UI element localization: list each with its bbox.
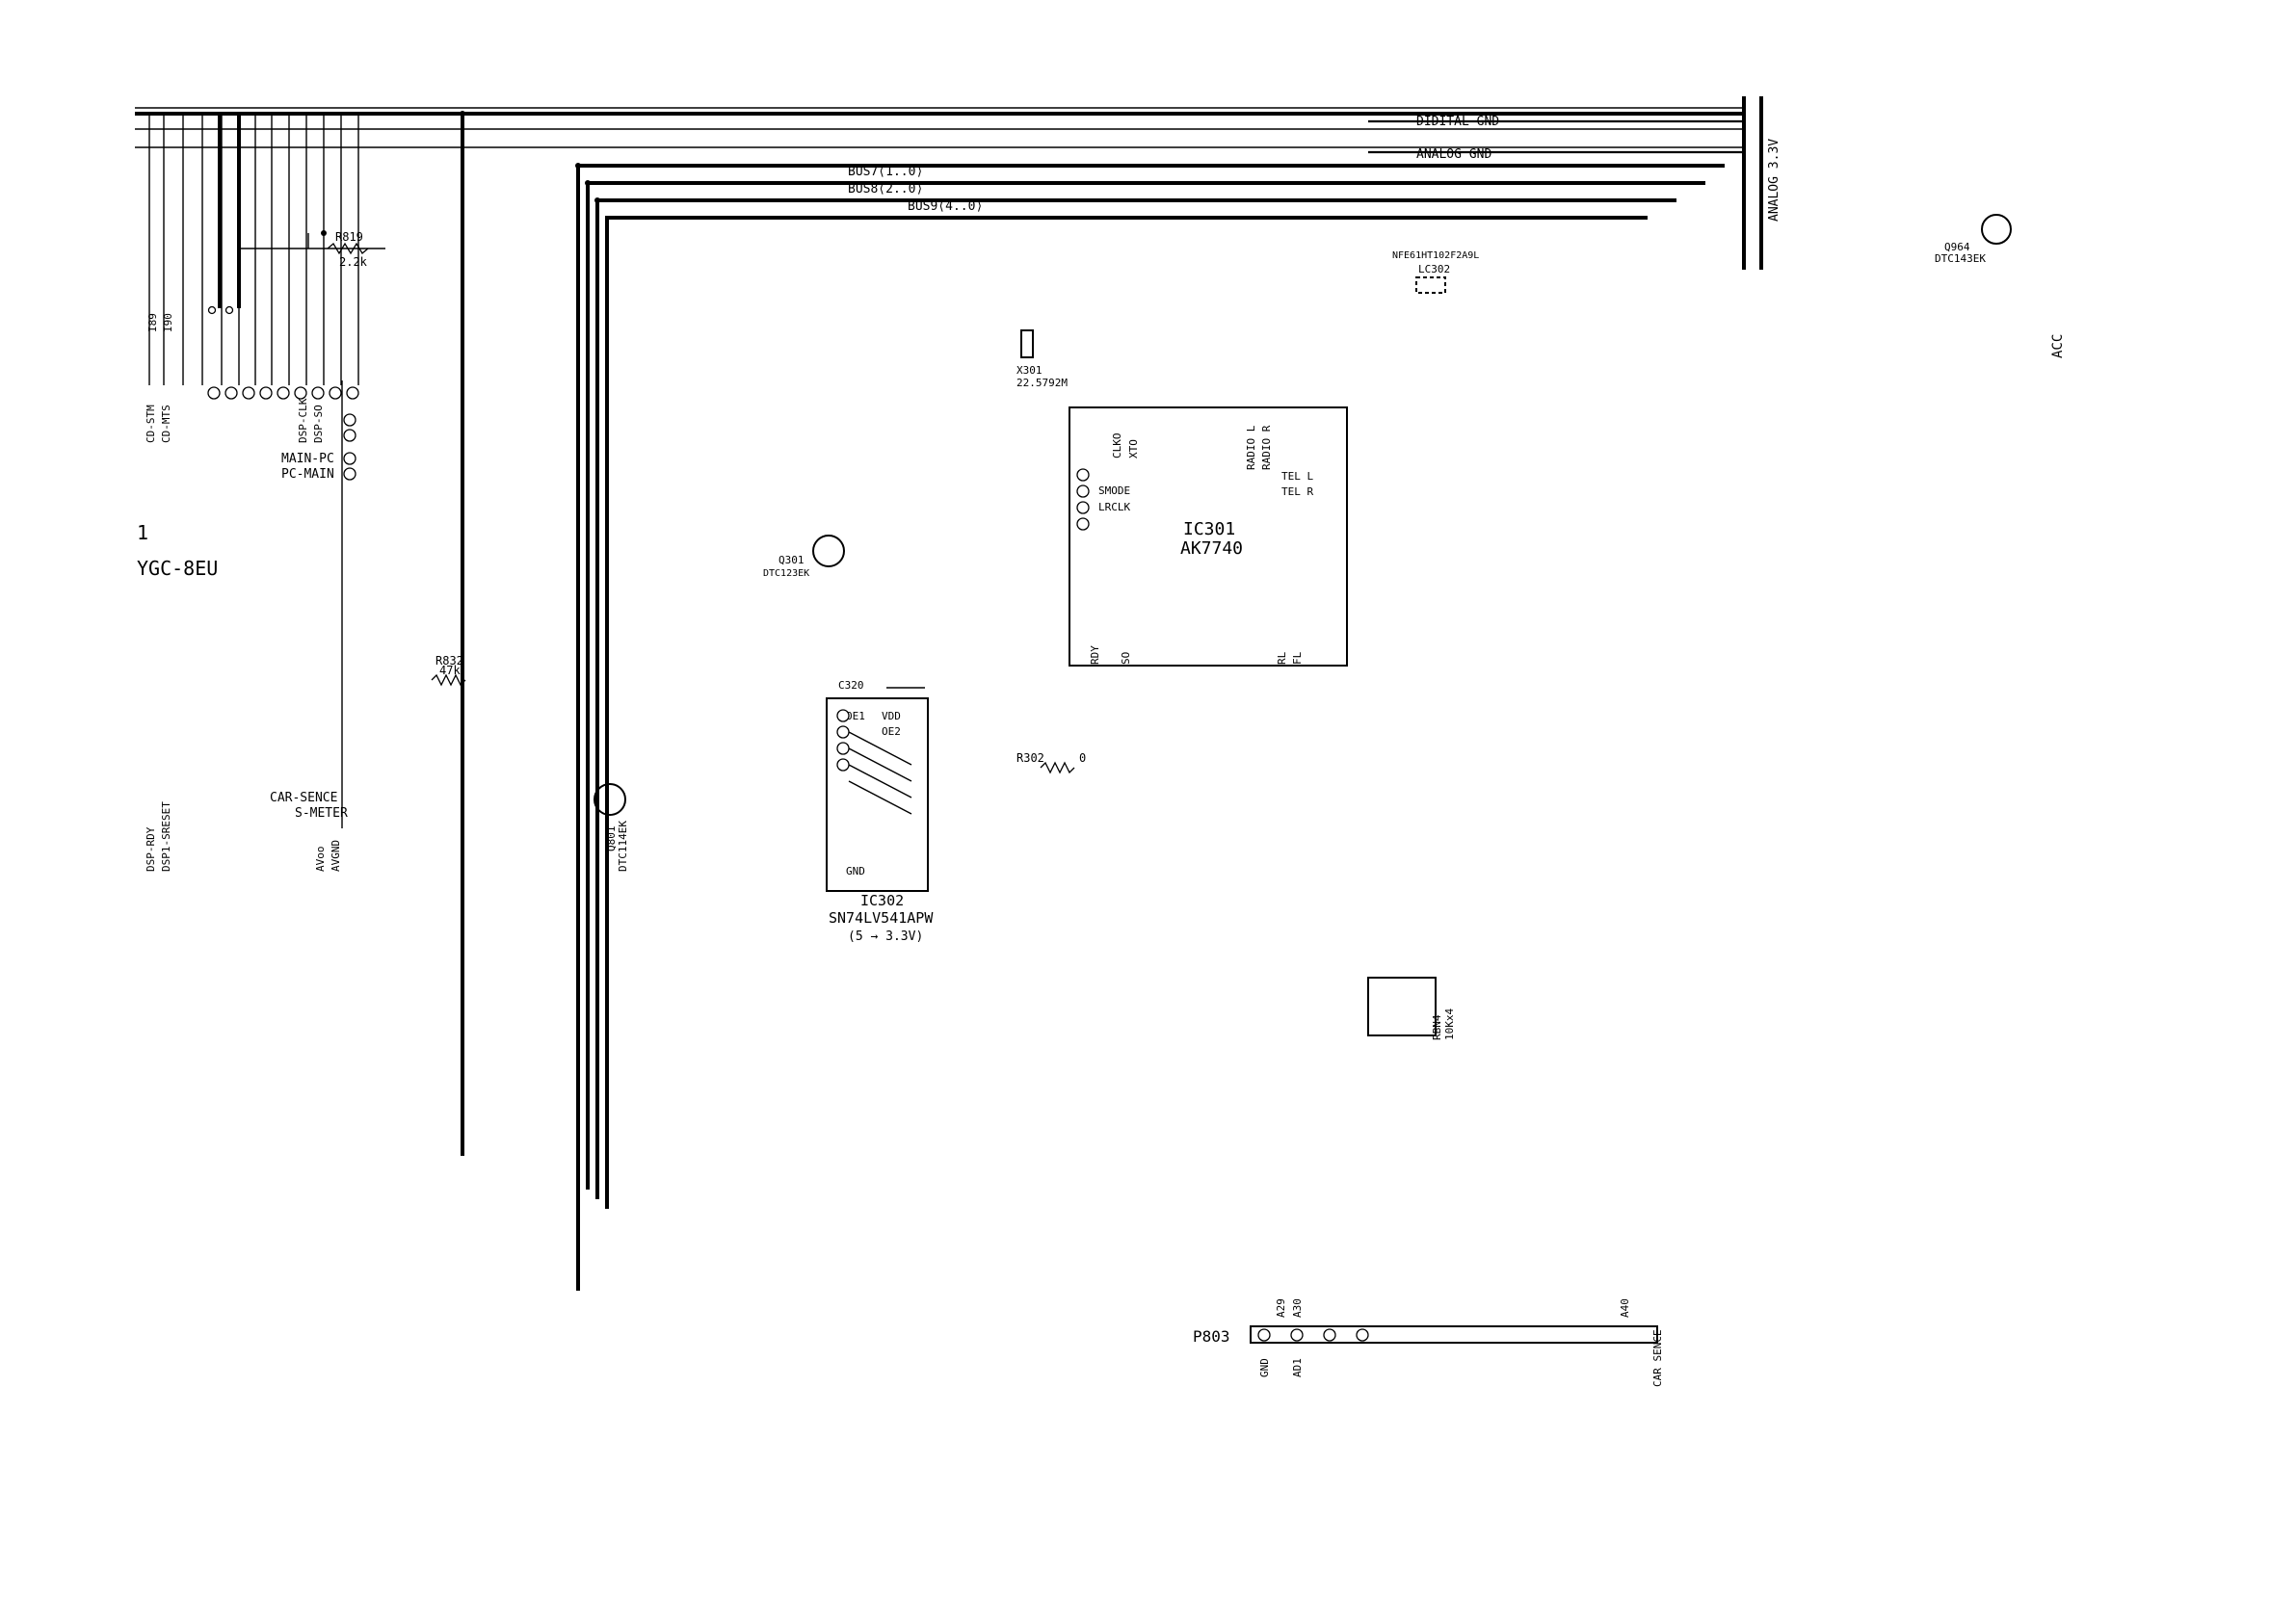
p803-pin-label: AD1 (1291, 1358, 1304, 1377)
r302-label: R302 (1016, 751, 1044, 765)
rbn4-value: 10Kx4 (1443, 1008, 1456, 1040)
ic302: OE1 GND VDD OE2 IC302 SN74LV541APW (5 → … (826, 679, 934, 944)
ic302-pin-label: VDD (882, 710, 901, 722)
cpu-top-labels: CD-STM CD-MTS DSP-CLK DSP-SO (145, 398, 325, 443)
ic301-top-pin: RADIO R (1260, 425, 1273, 470)
ic301-top-pin: RADIO L (1245, 425, 1257, 470)
cpu-region: CD-STM CD-MTS DSP-CLK DSP-SO MAIN-PC PC-… (137, 114, 464, 1156)
ic301-left-pin: SMODE (1098, 484, 1130, 497)
ic302-part: SN74LV541APW (829, 909, 934, 927)
r819-value: 2.2k (339, 255, 368, 269)
test-point-label: I89 (146, 313, 159, 332)
ic301-right-pin: TEL R (1281, 485, 1313, 498)
digital-gnd-label: DIDITAL GND (1416, 115, 1499, 129)
q964-label: Q964 (1944, 241, 1970, 253)
bus8-label: BUS8⟨2..0⟩ (848, 182, 923, 196)
sheet-ref-label: 1 (137, 521, 148, 544)
cpu-pin-label: DSP-SO (312, 405, 325, 443)
test-point: I90 (162, 305, 234, 332)
q801-label: Q801 (605, 826, 618, 852)
cpu-bottom-label: AVGND (330, 840, 342, 872)
junction-dots (460, 111, 600, 203)
audio-input-filters: NFE61HT102F2A9L LC302 (1392, 250, 1479, 294)
q964-part: DTC143EK (1935, 252, 1986, 265)
q301-part: DTC123EK (763, 568, 809, 579)
cpu-pin-label: DSP-CLK (297, 398, 309, 443)
q801-area: Q801 DTC114EK (594, 783, 629, 872)
ic301-bottom-pin: FL (1291, 651, 1304, 665)
cpu-right-labels: MAIN-PC PC-MAIN CAR-SENCE S-METER (270, 452, 348, 821)
ic302-note: (5 → 3.3V) (848, 929, 923, 944)
p803-connector: P803 GND AD1 CAR SENCE A29 A30 A40 (1193, 1298, 1664, 1387)
test-point: I89 (146, 305, 217, 332)
cpu-right-label: MAIN-PC (281, 452, 334, 466)
p803-name: P803 (1193, 1327, 1230, 1346)
q301-label: Q301 (779, 554, 805, 566)
ic302-pin-label: GND (846, 865, 865, 877)
ic301-bottom-pin: SO (1120, 652, 1132, 665)
cpu-right-label: PC-MAIN (281, 467, 334, 482)
acc-label: ACC (2050, 334, 2066, 358)
left-resistors: R819 2.2k R832 47k (239, 230, 466, 687)
r832-value: 47k (439, 664, 461, 677)
x301-value: 22.5792M (1016, 377, 1068, 389)
ic301-top-pin: CLKO (1111, 433, 1123, 459)
test-points: I89 I90 (146, 305, 234, 332)
right-rails (1742, 96, 1763, 270)
ic301: IC301 AK7740 SMODE LRCLK TEL L TEL R CLK… (1069, 406, 1348, 667)
test-point-label: I90 (162, 313, 174, 332)
r832-label: R832 (435, 654, 463, 668)
cpu-bottom-label: AVoo (314, 847, 327, 873)
ygc-label: YGC-8EU (137, 557, 218, 580)
bus7-label: BUS7⟨1..0⟩ (848, 165, 923, 179)
ic301-bottom-pin: RDY (1089, 645, 1101, 665)
ic301-part: AK7740 (1180, 538, 1243, 559)
bus9-label: BUS9⟨4..0⟩ (908, 199, 983, 214)
ic301-left-pin: LRCLK (1098, 501, 1130, 513)
top-bus-lines (135, 107, 1744, 1291)
p803-pin-label: CAR SENCE (1651, 1329, 1664, 1387)
ic302-pin-label: OE1 (846, 710, 865, 722)
cpu-pin-label: CD-MTS (160, 405, 172, 443)
ic301-name: IC301 (1183, 519, 1235, 539)
p803-a-tag: A29 (1275, 1298, 1287, 1318)
bus-interface-resistors: R302 0 (1016, 751, 1086, 774)
p803-a-tag: A40 (1619, 1298, 1631, 1318)
q801-part: DTC114EK (617, 821, 629, 872)
cpu-top-pins (207, 386, 359, 400)
cpu-bottom-labels: DSP-RDY DSP1-SRESET AVoo AVGND (145, 801, 342, 872)
cpu-right-label: S-METER (295, 806, 348, 821)
r302-value: 0 (1079, 751, 1086, 765)
p803-a-tag: A30 (1291, 1298, 1304, 1318)
x301-label: X301 (1016, 364, 1042, 377)
key-scan-area: RBN4 10Kx4 (1367, 977, 1456, 1040)
p803-pin-label: GND (1258, 1358, 1271, 1377)
r819-label: R819 (335, 230, 363, 244)
ic301-bottom-pin: RL (1276, 651, 1288, 665)
ic302-pin-label: OE2 (882, 725, 901, 738)
ic302-name: IC302 (860, 892, 904, 909)
cpu-bottom-label: DSP-RDY (145, 826, 157, 872)
c320-label: C320 (838, 679, 864, 692)
nfe-right-label: NFE61HT102F2A9L (1392, 250, 1479, 261)
lc302-label: LC302 (1418, 263, 1450, 275)
cpu-bottom-label: DSP1-SRESET (160, 801, 172, 872)
cpu-right-label: CAR-SENCE (270, 791, 337, 805)
clock-and-filter-area: X301 22.5792M (1016, 329, 1068, 389)
rbn4-label: RBN4 (1431, 1014, 1443, 1040)
ic301-top-pin: XTO (1127, 439, 1140, 458)
analog-33v-label: ANALOG 3.3V (1767, 139, 1781, 222)
lamp-drive-transistors: Q964 DTC143EK (1935, 214, 2012, 265)
cpu-right-pins (343, 413, 356, 481)
ic301-right-pin: TEL L (1281, 470, 1313, 483)
q301-q303-area: Q301 DTC123EK (763, 535, 845, 579)
cpu-pin-label: CD-STM (145, 405, 157, 443)
analog-gnd-label: ANALOG GND (1416, 147, 1491, 162)
